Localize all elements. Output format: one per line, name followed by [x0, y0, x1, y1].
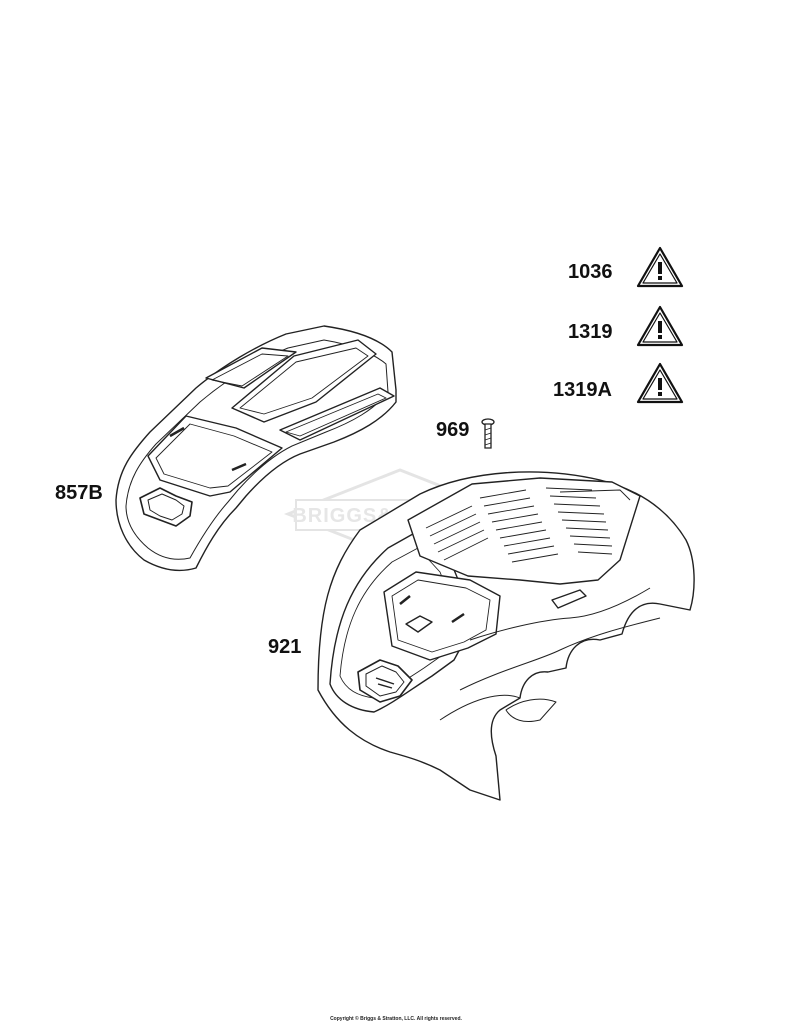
callout-1036: 1036 — [568, 261, 613, 283]
callout-1319: 1319 — [568, 321, 613, 343]
callout-1319a: 1319A — [553, 379, 612, 401]
callout-969: 969 — [436, 419, 470, 441]
callout-921: 921 — [268, 636, 302, 658]
part-857b-gasket — [115, 325, 397, 572]
callout-857b: 857B — [55, 482, 103, 504]
copyright-notice: Copyright © Briggs & Stratton, LLC. All … — [330, 1016, 462, 1022]
part-921-shroud — [317, 471, 695, 801]
warning-triangle-icon-1036 — [636, 246, 684, 288]
warning-triangle-icon-1319a — [636, 362, 684, 404]
warning-triangle-icon-1319 — [636, 305, 684, 347]
part-969-screw — [481, 418, 495, 449]
